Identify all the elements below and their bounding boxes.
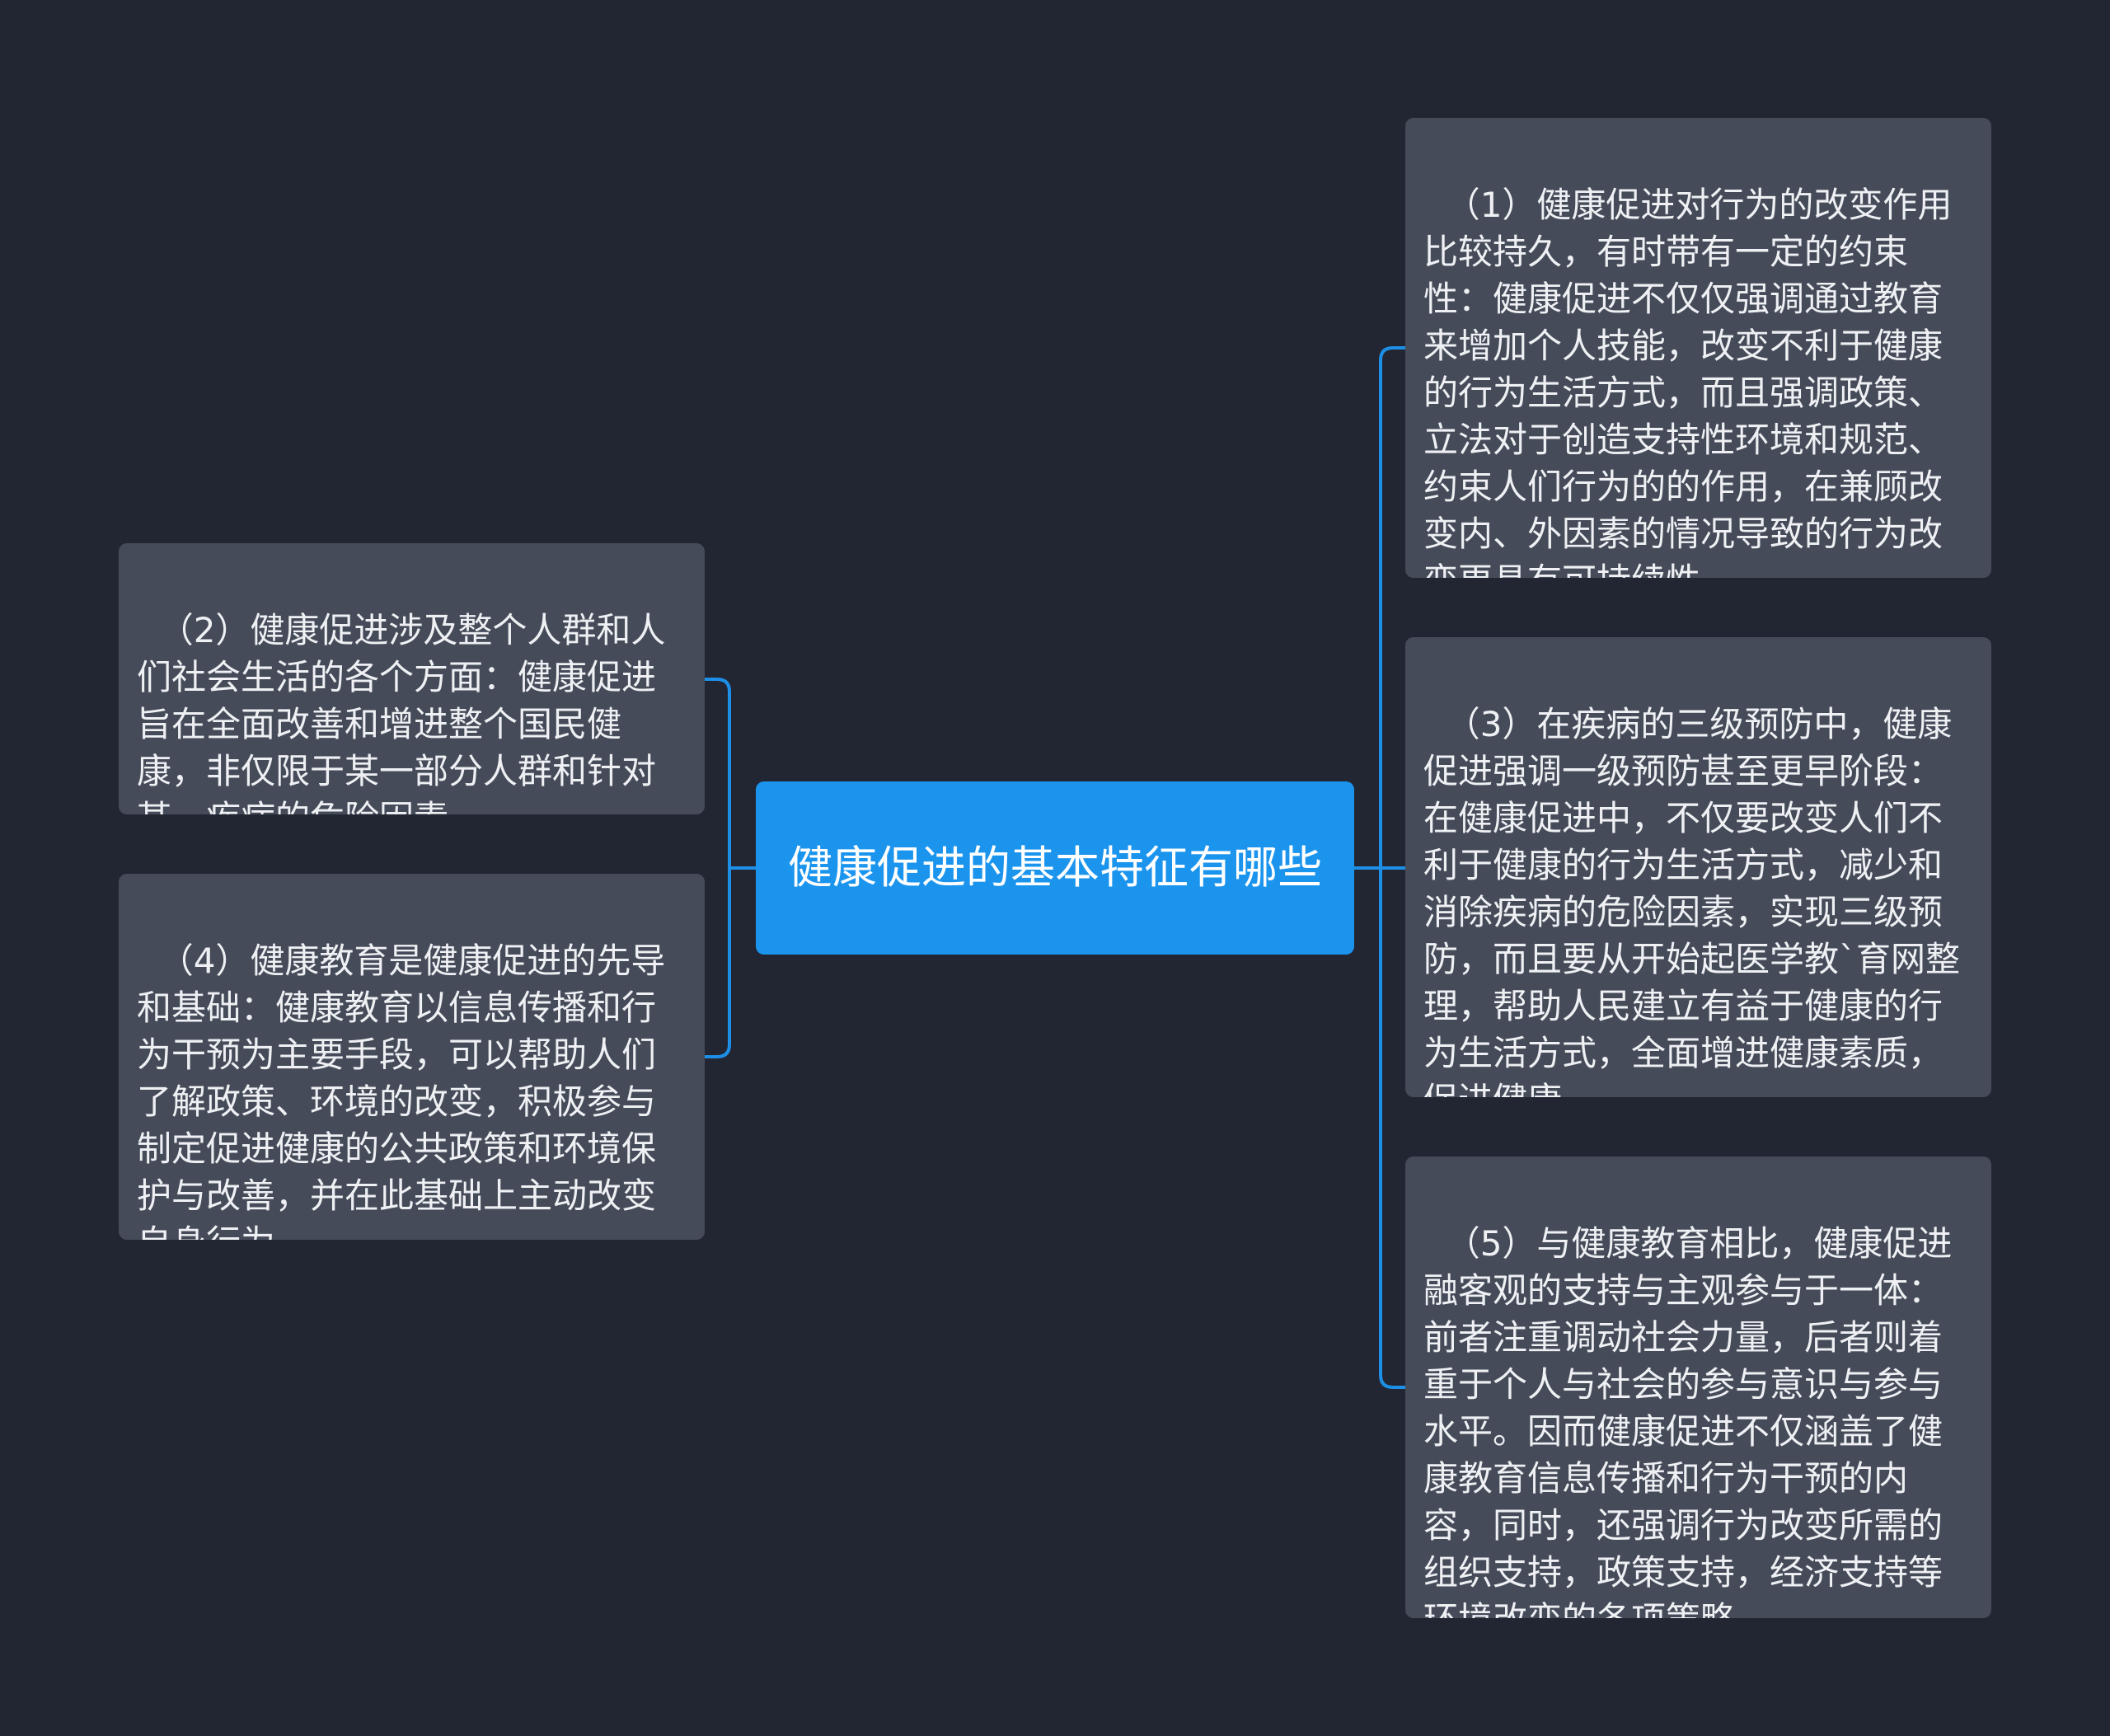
branch-node-4-text: （4）健康教育是健康促进的先导和基础：健康教育以信息传播和行为干预为主要手段，可…	[137, 941, 666, 1240]
branch-node-1[interactable]: （1）健康促进对行为的改变作用比较持久，有时带有一定的约束性：健康促进不仅仅强调…	[1405, 118, 1991, 578]
branch-node-3-text: （3）在疾病的三级预防中，健康促进强调一级预防甚至更早阶段：在健康促进中，不仅要…	[1423, 704, 1961, 1097]
branch-node-2[interactable]: （2）健康促进涉及整个人群和人们社会生活的各个方面：健康促进旨在全面改善和增进整…	[119, 543, 705, 814]
connector-left-trunk	[705, 678, 731, 1058]
root-topic[interactable]: 健康促进的基本特征有哪些	[756, 781, 1354, 955]
branch-node-5[interactable]: （5）与健康教育相比，健康促进融客观的支持与主观参与于一体：前者注重调动社会力量…	[1405, 1157, 1991, 1618]
branch-node-3[interactable]: （3）在疾病的三级预防中，健康促进强调一级预防甚至更早阶段：在健康促进中，不仅要…	[1405, 637, 1991, 1097]
branch-node-4[interactable]: （4）健康教育是健康促进的先导和基础：健康教育以信息传播和行为干预为主要手段，可…	[119, 874, 705, 1240]
branch-node-5-text: （5）与健康教育相比，健康促进融客观的支持与主观参与于一体：前者注重调动社会力量…	[1423, 1223, 1953, 1618]
branch-node-2-text: （2）健康促进涉及整个人群和人们社会生活的各个方面：健康促进旨在全面改善和增进整…	[137, 610, 666, 814]
branch-node-1-text: （1）健康促进对行为的改变作用比较持久，有时带有一定的约束性：健康促进不仅仅强调…	[1423, 185, 1953, 578]
root-topic-text: 健康促进的基本特征有哪些	[788, 842, 1322, 894]
